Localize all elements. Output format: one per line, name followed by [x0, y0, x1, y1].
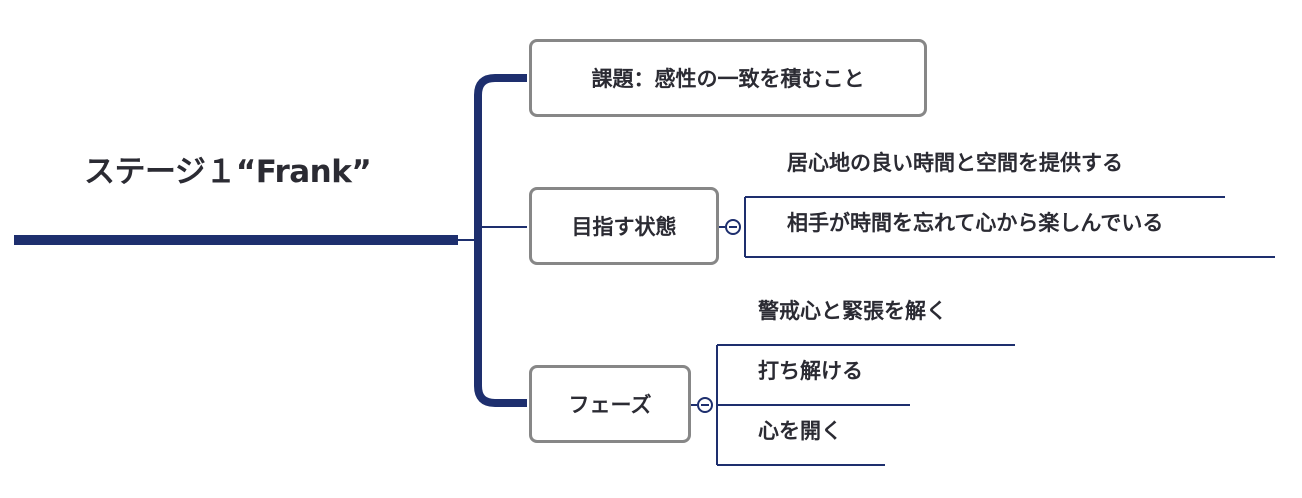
subtopic-open-up[interactable]: 打ち解ける	[758, 359, 863, 383]
trunk-bracket	[474, 74, 527, 407]
topic-goal-state[interactable]: 目指す状態	[529, 187, 719, 265]
topic-task[interactable]: 課題：感性の一致を積むこと	[529, 39, 927, 117]
subtopic-comfortable-time-space[interactable]: 居心地の良い時間と空間を提供する	[787, 151, 1123, 175]
subtopic-partner-enjoying[interactable]: 相手が時間を忘れて心から楽しんでいる	[787, 211, 1164, 235]
subtopic-relieve-tension[interactable]: 警戒心と緊張を解く	[758, 299, 947, 323]
collapse-minus-icon[interactable]	[725, 219, 741, 235]
root-topic[interactable]: ステージ１“Frank”	[84, 154, 372, 190]
collapse-minus-icon[interactable]	[697, 397, 713, 413]
subtopic-open-heart[interactable]: 心を開く	[758, 419, 842, 443]
topic-phases[interactable]: フェーズ	[529, 365, 691, 443]
